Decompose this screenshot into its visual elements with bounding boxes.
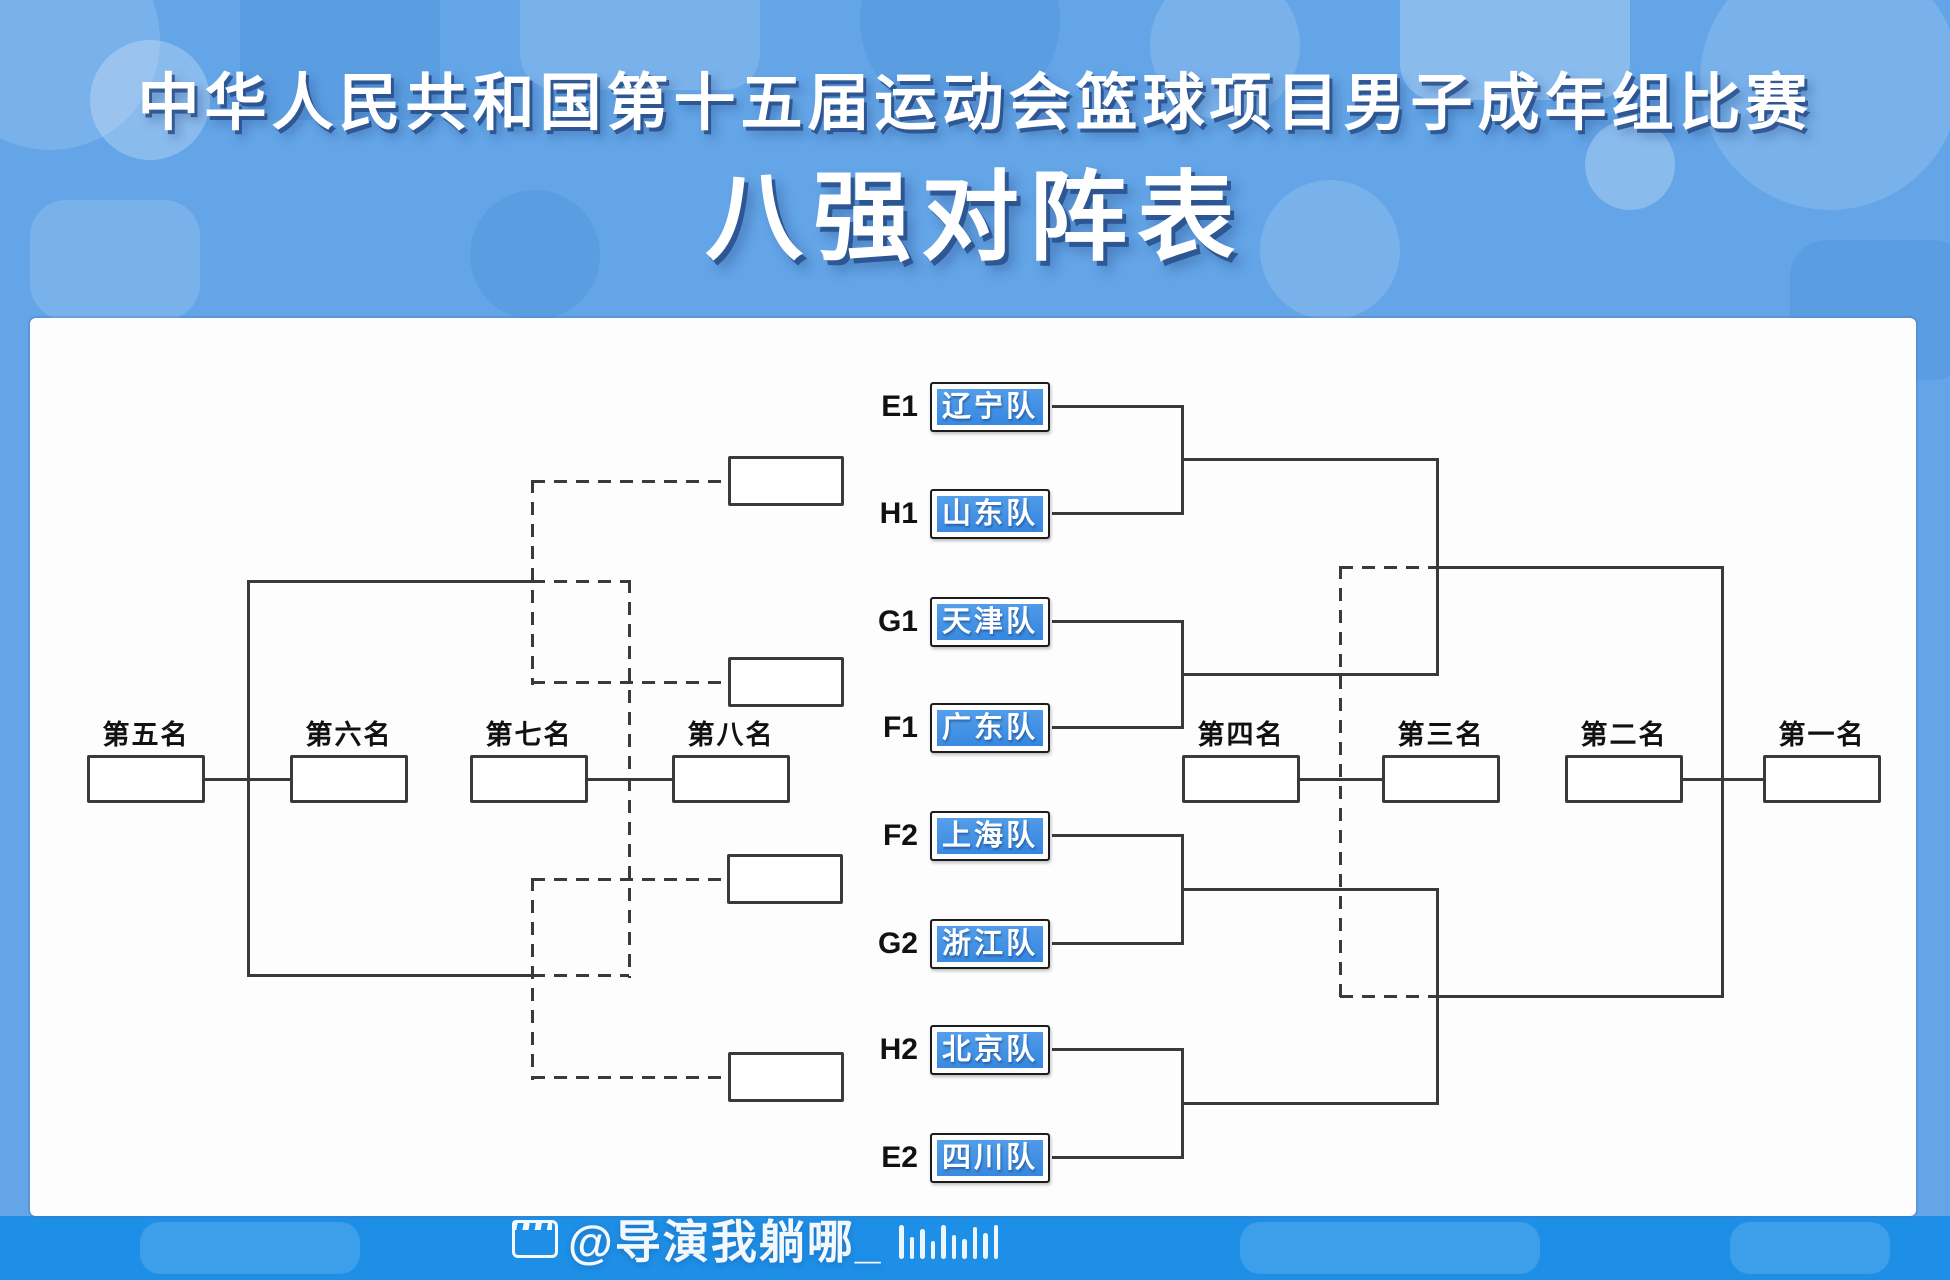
consolation-slot-3: [727, 854, 843, 904]
dashed-join-place34: [1339, 566, 1342, 999]
dashed-join-place78: [628, 580, 631, 978]
team-box: 山东队: [930, 489, 1050, 539]
band-streak: [1240, 1222, 1540, 1274]
bracket-line-f2: [1052, 834, 1182, 837]
team-row-e1: E1 辽宁队: [838, 382, 1050, 432]
team-box: 上海队: [930, 811, 1050, 861]
team-row-f2: F2 上海队: [838, 811, 1050, 861]
consolation-slot-2: [728, 657, 844, 707]
placement-box: [1382, 755, 1500, 803]
placement-8th: 第八名: [672, 720, 790, 803]
dashed-loser-sf2: [1340, 995, 1437, 998]
dashed-feed-slot1: [532, 480, 728, 483]
placement-1st: 第一名: [1763, 720, 1881, 803]
placement-label: 第二名: [1580, 720, 1668, 750]
placement-box: [290, 755, 408, 803]
bracket-out-qf3: [1182, 888, 1437, 891]
bracket-out-qf2: [1182, 673, 1437, 676]
placement-2nd: 第二名: [1565, 720, 1683, 803]
seed-label: E1: [881, 390, 918, 423]
placement-label: 第三名: [1397, 720, 1485, 750]
placement-label: 第六名: [305, 720, 393, 750]
placement-label: 第八名: [687, 720, 775, 750]
seed-label: F2: [882, 819, 918, 852]
bracket-line-e2: [1052, 1156, 1182, 1159]
placement-label: 第四名: [1197, 720, 1285, 750]
watermark-signature-bars: [896, 1219, 1001, 1259]
bracket-join-final: [1721, 566, 1724, 998]
team-row-h1: H1 山东队: [838, 489, 1050, 539]
team-box: 北京队: [930, 1025, 1050, 1075]
consolation-slot-4: [728, 1052, 844, 1102]
watermark: @导演我躺哪_: [512, 1206, 1001, 1272]
dashed-out-consol-low: [532, 974, 629, 977]
dashed-loser-sf1: [1340, 566, 1437, 569]
dashed-out-consol-up: [532, 580, 629, 583]
placement-box: [470, 755, 588, 803]
seed-label: G2: [877, 927, 918, 960]
bracket-line-h1: [1052, 512, 1182, 515]
bracket-out-qf1: [1182, 458, 1437, 461]
bracket-out-sf1: [1437, 566, 1722, 569]
subtitle: 八强对阵表: [704, 162, 1245, 272]
seed-label: H2: [879, 1033, 918, 1066]
team-box: 天津队: [930, 597, 1050, 647]
placement-6th: 第六名: [290, 720, 408, 803]
team-row-f1: F1 广东队: [838, 703, 1050, 753]
band-streak: [1730, 1222, 1890, 1274]
bracket-line-g1: [1052, 620, 1182, 623]
bracket-out-consol-low: [248, 974, 532, 977]
team-row-g1: G1 天津队: [838, 597, 1050, 647]
bracket-line-f1: [1052, 726, 1182, 729]
placement-box: [672, 755, 790, 803]
placement-box: [1565, 755, 1683, 803]
team-box: 浙江队: [930, 919, 1050, 969]
placement-box: [87, 755, 205, 803]
bracket-join-place56: [247, 580, 250, 977]
team-row-e2: E2 四川队: [838, 1133, 1050, 1183]
seed-label: E2: [881, 1141, 918, 1174]
bracket-line-h2: [1052, 1048, 1182, 1051]
clapperboard-icon: [512, 1220, 558, 1258]
placement-label: 第一名: [1778, 720, 1866, 750]
bracket-out-consol-up: [248, 580, 532, 583]
team-row-g2: G2 浙江队: [838, 919, 1050, 969]
dashed-join-consol-low: [531, 878, 534, 1080]
connector-place-1-2: [1683, 778, 1763, 781]
placement-7th: 第七名: [470, 720, 588, 803]
bracket-line-e1: [1052, 405, 1182, 408]
placement-label: 第七名: [485, 720, 573, 750]
bottom-band: [0, 1216, 1950, 1280]
team-box: 四川队: [930, 1133, 1050, 1183]
watermark-handle: @导演我躺哪_: [568, 1216, 883, 1268]
placement-box: [1182, 755, 1300, 803]
dashed-feed-slot4: [532, 1076, 728, 1079]
placement-box: [1763, 755, 1881, 803]
consolation-slot-1: [728, 456, 844, 506]
main-title: 中华人民共和国第十五届运动会篮球项目男子成年组比赛: [137, 69, 1813, 138]
placement-4th: 第四名: [1182, 720, 1300, 803]
band-streak: [140, 1222, 360, 1274]
placement-5th: 第五名: [87, 720, 205, 803]
bracket-out-sf2: [1437, 995, 1722, 998]
seed-label: G1: [877, 605, 918, 638]
seed-label: F1: [882, 711, 918, 744]
seed-label: H1: [879, 497, 918, 530]
bracket-out-qf4: [1182, 1102, 1437, 1105]
team-row-h2: H2 北京队: [838, 1025, 1050, 1075]
team-box: 广东队: [930, 703, 1050, 753]
placement-3rd: 第三名: [1382, 720, 1500, 803]
placement-label: 第五名: [102, 720, 190, 750]
bracket-line-g2: [1052, 942, 1182, 945]
team-box: 辽宁队: [930, 382, 1050, 432]
